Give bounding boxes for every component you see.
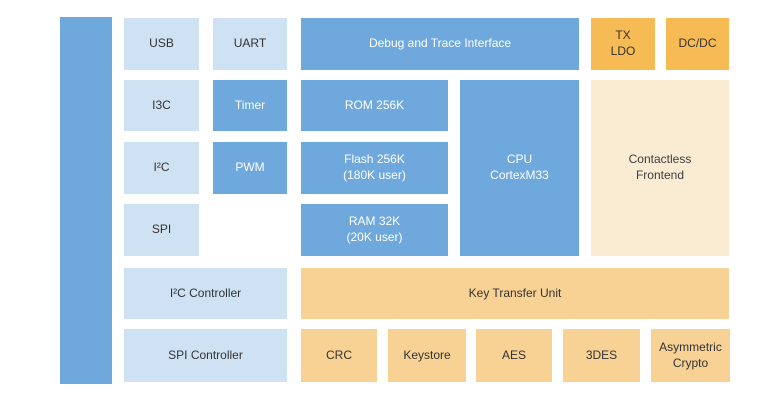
block-contactless-frontend: Contactless Frontend — [591, 80, 729, 256]
block-tx-ldo: TX LDO — [591, 18, 655, 70]
block-spi-controller: SPI Controller — [124, 329, 287, 382]
block-cpu-cortexm33: CPU CortexM33 — [460, 80, 579, 256]
block-keystore: Keystore — [388, 329, 466, 382]
block-debug-trace-interface: Debug and Trace Interface — [301, 18, 579, 70]
bus-bar — [60, 17, 112, 384]
block-i3c: I3C — [124, 80, 199, 131]
block-aes: AES — [476, 329, 552, 382]
block-flash: Flash 256K (180K user) — [301, 142, 448, 194]
block-uart: UART — [213, 18, 287, 70]
block-usb: USB — [124, 18, 199, 70]
block-i2c: I²C — [124, 142, 199, 194]
block-asymmetric-crypto: Asymmetric Crypto — [651, 329, 730, 382]
block-pwm: PWM — [213, 142, 287, 194]
block-ram: RAM 32K (20K user) — [301, 204, 448, 256]
block-3des: 3DES — [563, 329, 640, 382]
block-rom: ROM 256K — [301, 80, 448, 131]
block-spi: SPI — [124, 204, 199, 256]
block-i2c-controller: I²C Controller — [124, 268, 287, 319]
block-crc: CRC — [301, 329, 377, 382]
block-timer: Timer — [213, 80, 287, 131]
block-dcdc: DC/DC — [666, 18, 729, 70]
block-key-transfer-unit: Key Transfer Unit — [301, 268, 729, 319]
